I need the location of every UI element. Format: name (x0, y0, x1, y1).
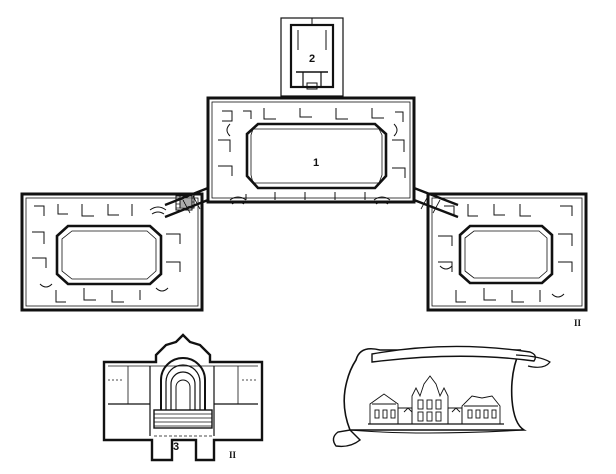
main-building-plan (20, 96, 588, 312)
right-wing (426, 192, 588, 312)
small-plan-marker: II (229, 450, 237, 460)
scroll-elevation-drawing (332, 345, 551, 448)
main-building-label: 1 (313, 157, 319, 169)
annex-label: 2 (309, 53, 315, 65)
central-wing (206, 96, 416, 204)
main-plan-marker: II (574, 318, 582, 328)
annex-plan (280, 17, 344, 97)
small-building-label: 3 (173, 441, 179, 453)
elevation-facade (368, 375, 504, 425)
small-building-plan (102, 333, 264, 462)
right-connector (413, 186, 459, 219)
stair-details (39, 123, 565, 298)
left-wing (20, 192, 204, 312)
